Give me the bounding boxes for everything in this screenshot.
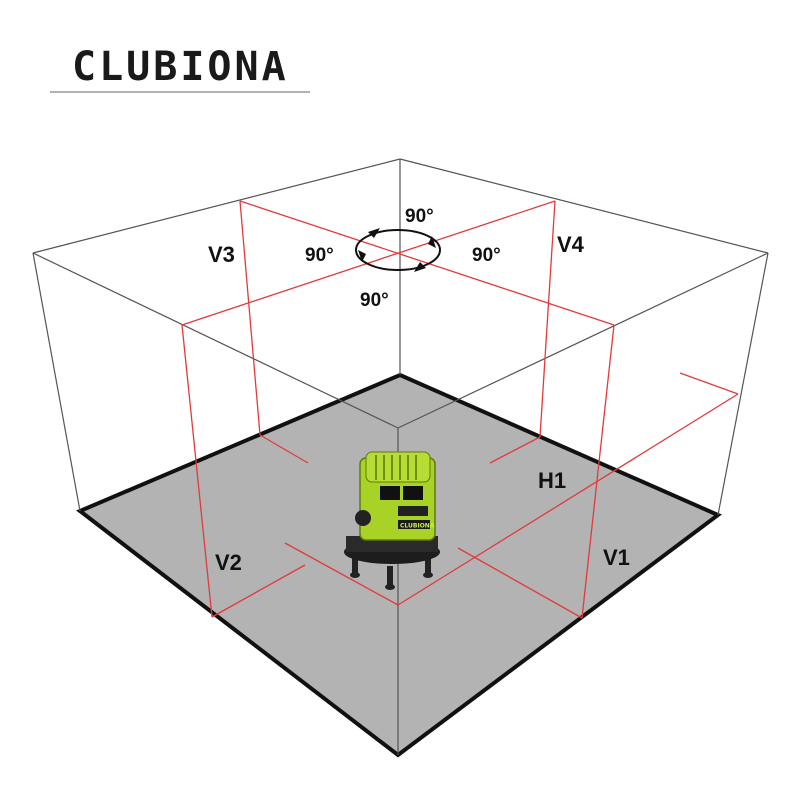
rotation-arrow-icon	[428, 236, 436, 248]
label-v4: V4	[557, 232, 585, 257]
angle-label-top: 90°	[405, 206, 434, 227]
laser-v4-wall-line	[540, 201, 555, 437]
laser-h1-line-a	[680, 373, 738, 394]
rotation-arrow-icon	[414, 262, 426, 272]
brand-name: CLUBIONA	[72, 44, 289, 90]
rotation-arrow-icon	[358, 250, 366, 262]
label-v1: V1	[603, 545, 630, 570]
label-h1: H1	[538, 468, 566, 493]
rotation-indicator	[356, 228, 440, 272]
angle-label-right: 90°	[472, 245, 501, 266]
label-v3: V3	[208, 242, 235, 267]
laser-aperture	[403, 486, 423, 500]
device-badge-text: CLUBIONA	[400, 523, 435, 530]
angle-label-left: 90°	[305, 245, 334, 266]
device-knob	[355, 510, 371, 526]
label-v2: V2	[215, 550, 242, 575]
laser-v3-wall-line	[240, 201, 260, 435]
brand-logo: CLUBIONA	[50, 44, 310, 92]
rotation-ellipse	[356, 230, 440, 270]
laser-aperture	[380, 486, 400, 500]
angle-label-bottom: 90°	[360, 290, 389, 311]
